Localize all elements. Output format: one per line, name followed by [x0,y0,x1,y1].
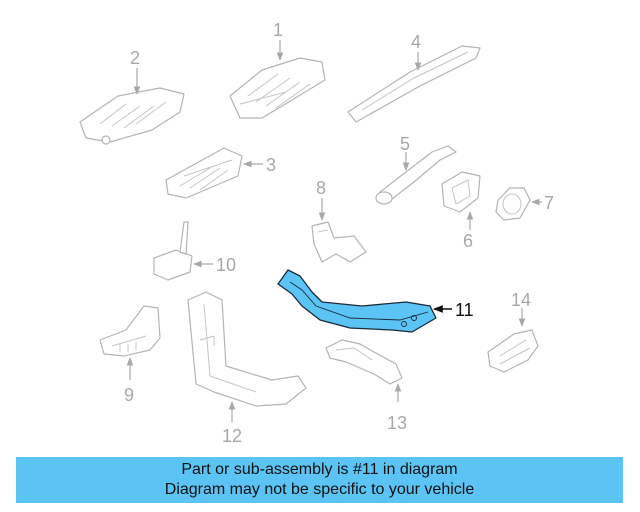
label-1: 1 [273,20,283,40]
part-2-center-vent-housing [79,87,185,145]
label-11: 11 [455,300,474,320]
part-10-actuator [153,221,193,281]
label-13: 13 [387,413,407,433]
label-9: 9 [124,385,134,405]
part-3-side-vent-grille [165,147,243,199]
label-8: 8 [316,178,326,198]
part-12-floor-duct [187,291,307,407]
label-4: 4 [411,32,421,52]
caption-banner: Part or sub-assembly is #11 in diagram D… [16,457,623,503]
part-1-defroster-duct [229,57,326,119]
part-6-grommet [441,171,481,213]
caption-line-1: Part or sub-assembly is #11 in diagram [181,461,458,478]
part-4-defroster-nozzle [347,45,481,123]
parts-diagram: 1 2 3 4 5 6 7 8 [79,20,554,446]
label-5: 5 [400,134,410,154]
label-7: 7 [544,193,554,213]
part-5-tube [375,145,457,205]
label-12: 12 [222,426,242,446]
label-10: 10 [216,255,236,275]
part-9-rear-duct [99,305,161,357]
label-3: 3 [266,155,276,175]
label-14: 14 [511,290,531,310]
part-14-side-duct [487,329,539,373]
label-6: 6 [463,231,473,251]
part-8-floor-outlet [311,221,367,263]
caption-line-2: Diagram may not be specific to your vehi… [164,481,475,498]
label-2: 2 [130,48,140,68]
part-13-small-duct [325,339,403,385]
part-7-ring-seal [495,187,531,221]
part-11-highlighted-duct [277,269,437,333]
